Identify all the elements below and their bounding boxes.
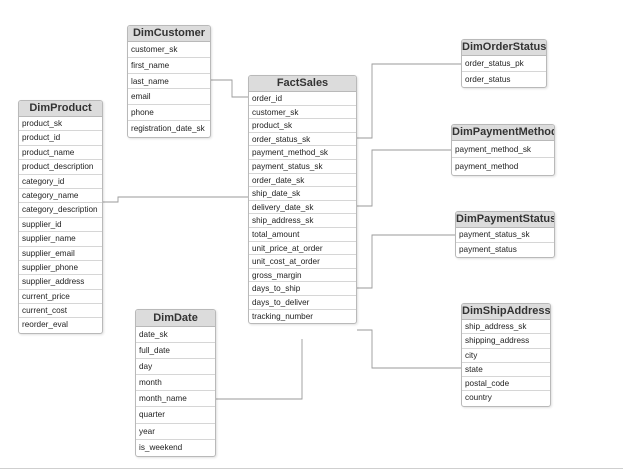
field: reorder_eval <box>22 320 68 330</box>
field: country <box>465 393 492 403</box>
field: category_id <box>19 175 102 189</box>
field: registration_date_sk <box>131 123 205 133</box>
connector-product-factsales <box>103 196 249 203</box>
entity-title: DimShipAddress <box>462 304 550 320</box>
field: month <box>136 375 215 392</box>
field: ship_address_sk <box>249 214 356 228</box>
field: product_name <box>19 146 102 161</box>
field: days_to_ship <box>249 282 356 296</box>
field: supplier_name <box>19 232 102 247</box>
field: tracking_number <box>252 311 313 321</box>
field: supplier_phone <box>19 261 102 276</box>
connector-factsales-orderstatus <box>357 63 461 139</box>
field: full_date <box>136 343 215 360</box>
field: date_sk <box>136 327 215 344</box>
entity-title: DimProduct <box>19 101 102 117</box>
field: category_description <box>19 203 102 218</box>
connector-date-factsales <box>216 339 303 400</box>
field: total_amount <box>249 228 356 242</box>
field: product_sk <box>19 117 102 132</box>
field: postal_code <box>462 377 550 392</box>
field: supplier_address <box>19 275 102 290</box>
entity-dim-customer[interactable]: DimCustomer customer_sk first_name last_… <box>127 25 211 138</box>
field: first_name <box>128 58 210 74</box>
entity-title: DimPaymentMethod <box>452 125 554 141</box>
field: payment_status_sk <box>456 228 554 243</box>
entity-dim-ship-address[interactable]: DimShipAddress ship_address_sk shipping_… <box>461 303 551 407</box>
field: month_name <box>136 391 215 408</box>
field: payment_status_sk <box>249 160 356 174</box>
field: product_description <box>19 160 102 175</box>
field: customer_sk <box>128 42 210 58</box>
field: product_id <box>19 131 102 146</box>
field: ship_address_sk <box>462 320 550 335</box>
field: order_id <box>249 92 356 106</box>
field: customer_sk <box>249 106 356 120</box>
field: payment_status <box>459 244 517 254</box>
field: shipping_address <box>462 334 550 349</box>
entity-dim-date[interactable]: DimDate date_sk full_date day month mont… <box>135 309 216 457</box>
field: city <box>462 349 550 363</box>
field: state <box>462 363 550 378</box>
field: days_to_deliver <box>249 296 356 310</box>
field: ship_date_sk <box>249 187 356 201</box>
connector-customer-factsales <box>211 79 249 98</box>
entity-title: DimOrderStatus <box>462 40 546 56</box>
field: is_weekend <box>139 442 183 452</box>
connector-factsales-shipaddress <box>357 329 461 369</box>
entity-dim-product[interactable]: DimProduct product_sk product_id product… <box>18 100 103 334</box>
field: quarter <box>136 407 215 424</box>
entity-title: DimCustomer <box>128 26 210 42</box>
field: supplier_email <box>19 247 102 261</box>
field: product_sk <box>249 119 356 133</box>
field: year <box>136 424 215 440</box>
entity-dim-payment-status[interactable]: DimPaymentStatus payment_status_sk payme… <box>455 211 555 258</box>
field: day <box>136 359 215 376</box>
connector-factsales-paymentmethod <box>357 149 451 207</box>
field: order_date_sk <box>249 174 356 188</box>
field: payment_method_sk <box>452 141 554 158</box>
field: supplier_id <box>19 218 102 233</box>
field: unit_price_at_order <box>249 242 356 256</box>
field: payment_method_sk <box>249 146 356 160</box>
entity-title: DimPaymentStatus <box>456 212 554 228</box>
field: category_name <box>19 189 102 204</box>
field: phone <box>128 105 210 121</box>
field: order_status_pk <box>462 56 546 72</box>
field: last_name <box>128 74 210 90</box>
field: order_status_sk <box>249 133 356 147</box>
entity-title: DimDate <box>136 310 215 327</box>
field: current_price <box>19 290 102 305</box>
field: payment_method <box>455 162 519 171</box>
entity-fact-sales[interactable]: FactSales order_id customer_sk product_s… <box>248 75 357 325</box>
bottom-divider <box>0 468 623 469</box>
field: gross_margin <box>249 269 356 283</box>
field: unit_cost_at_order <box>249 255 356 269</box>
field: email <box>128 89 210 106</box>
entity-dim-payment-method[interactable]: DimPaymentMethod payment_method_sk payme… <box>451 124 555 176</box>
field: order_status <box>465 74 511 84</box>
entity-dim-order-status[interactable]: DimOrderStatus order_status_pk order_sta… <box>461 39 547 88</box>
field: current_cost <box>19 304 102 319</box>
entity-title: FactSales <box>249 76 356 92</box>
field: delivery_date_sk <box>249 201 356 215</box>
connector-factsales-paymentstatus <box>357 234 455 289</box>
